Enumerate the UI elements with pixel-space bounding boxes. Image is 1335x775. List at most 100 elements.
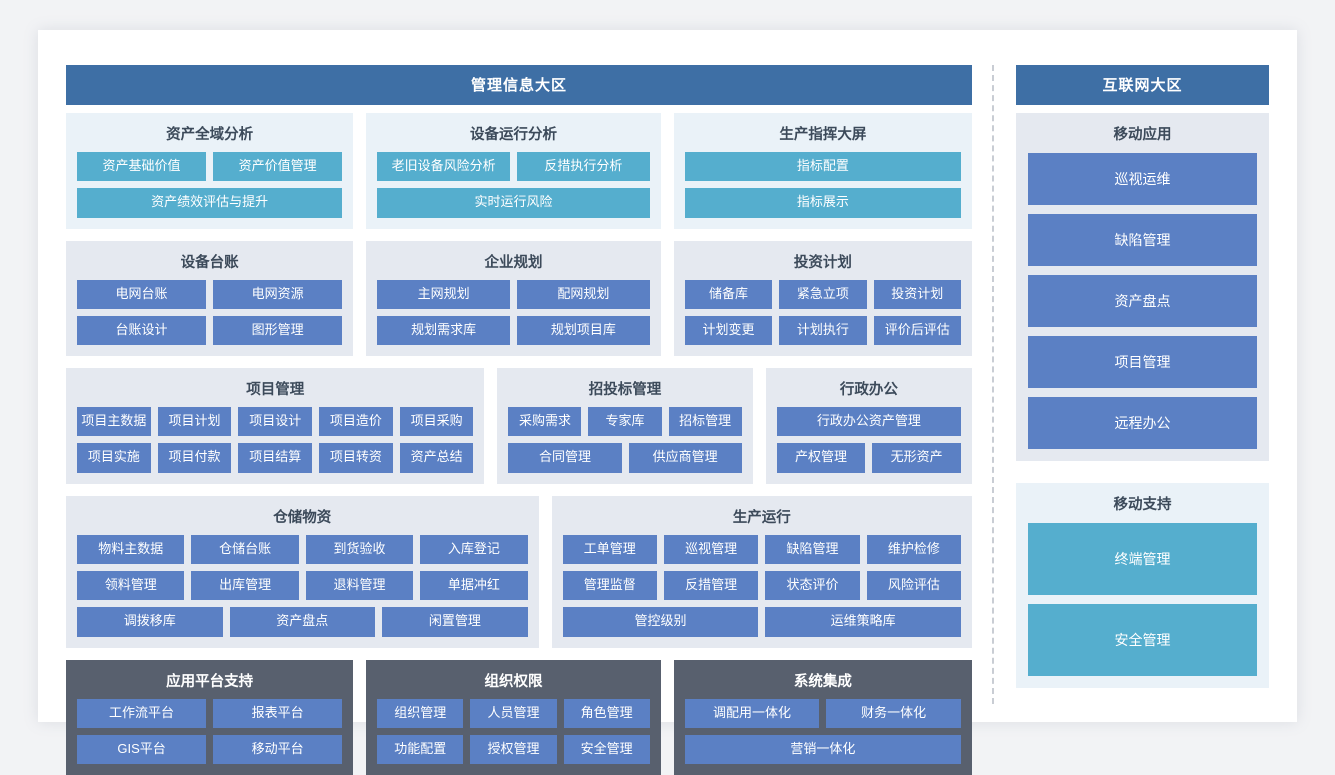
group-%E9%A1%B9%E7%9B%AE%E7%AE%A1%E7%90%86: 项目管理项目主数据项目计划项目设计项目造价项目采购项目实施项目付款项目结算项目转… xyxy=(66,368,485,484)
group-%E4%BB%93%E5%82%A8%E7%89%A9%E8%B5%84: 仓储物资物料主数据仓储台账到货验收入库登记领料管理出库管理退料管理单据冲红调拨移… xyxy=(66,495,539,648)
tile-%E6%8C%87%E6%A0%87%E5%B1%95%E7%A4%BA[interactable]: 指标展示 xyxy=(684,188,961,218)
management-bands: 资产全域分析资产基础价值资产价值管理资产绩效评估与提升设备运行分析老旧设备风险分… xyxy=(66,113,973,775)
tile-%E9%A1%B9%E7%9B%AE%E8%AE%BE%E8%AE%A1[interactable]: 项目设计 xyxy=(238,407,313,437)
tile-%E8%A7%92%E8%89%B2%E7%AE%A1%E7%90%86[interactable]: 角色管理 xyxy=(563,698,650,728)
zones-container: 管理信息大区 资产全域分析资产基础价值资产价值管理资产绩效评估与提升设备运行分析… xyxy=(66,65,1269,775)
tile-%E9%A1%B9%E7%9B%AE%E4%B8%BB%E6%95%B0%E6%8D%AE[interactable]: 项目主数据 xyxy=(77,407,151,437)
tile-%E5%90%88%E5%90%8C%E7%AE%A1%E7%90%86[interactable]: 合同管理 xyxy=(508,443,622,473)
tile-%E9%A1%B9%E7%9B%AE%E8%AE%A1%E5%88%92[interactable]: 项目计划 xyxy=(157,407,232,437)
tile-row: 组织管理人员管理角色管理 xyxy=(377,698,650,728)
tile-%E8%90%A5%E9%94%80%E4%B8%80%E4%BD%93%E5%8C%96[interactable]: 营销一体化 xyxy=(684,734,961,765)
tile-%E5%8F%8D%E6%8E%AA%E7%AE%A1%E7%90%86[interactable]: 反措管理 xyxy=(663,571,759,601)
tile-%E9%A2%86%E6%96%99%E7%AE%A1%E7%90%86[interactable]: 领料管理 xyxy=(77,571,185,601)
tile-%E7%BC%BA%E9%99%B7%E7%AE%A1%E7%90%86[interactable]: 缺陷管理 xyxy=(1028,214,1257,266)
tile-%E5%9B%BE%E5%BD%A2%E7%AE%A1%E7%90%86[interactable]: 图形管理 xyxy=(213,315,343,346)
tile-%E5%AE%9E%E6%97%B6%E8%BF%90%E8%A1%8C%E9%A3%8E%E9%99%A9[interactable]: 实时运行风险 xyxy=(377,188,650,218)
tile-%E9%97%B2%E7%BD%AE%E7%AE%A1%E7%90%86[interactable]: 闲置管理 xyxy=(382,607,528,637)
tile-%E4%BE%9B%E5%BA%94%E5%95%86%E7%AE%A1%E7%90%86[interactable]: 供应商管理 xyxy=(628,443,742,473)
tile-row: 采购需求专家库招标管理 xyxy=(508,407,742,437)
tile-%E9%A1%B9%E7%9B%AE%E8%BD%AC%E8%B5%84[interactable]: 项目转资 xyxy=(319,443,393,473)
tile-%E8%B5%84%E4%BA%A7%E6%80%BB%E7%BB%93[interactable]: 资产总结 xyxy=(399,443,474,473)
tile-%E8%AE%A1%E5%88%92%E6%89%A7%E8%A1%8C[interactable]: 计划执行 xyxy=(779,315,867,346)
tile-%E7%BB%B4%E6%8A%A4%E6%A3%80%E4%BF%AE[interactable]: 维护检修 xyxy=(866,534,962,565)
tile-GIS%E5%B9%B3%E5%8F%B0[interactable]: GIS平台 xyxy=(77,734,207,765)
tile-%E5%AE%89%E5%85%A8%E7%AE%A1%E7%90%86[interactable]: 安全管理 xyxy=(563,734,650,765)
tile-row: 调配用一体化财务一体化 xyxy=(684,698,961,728)
tile-%E8%A7%84%E5%88%92%E9%A1%B9%E7%9B%AE%E5%BA%93[interactable]: 规划项目库 xyxy=(516,315,650,346)
tile-%E8%AE%A1%E5%88%92%E5%8F%98%E6%9B%B4[interactable]: 计划变更 xyxy=(684,315,773,346)
tile-%E5%B7%A5%E4%BD%9C%E6%B5%81%E5%B9%B3%E5%8F%B0[interactable]: 工作流平台 xyxy=(77,698,207,728)
group-%E4%BC%81%E4%B8%9A%E8%A7%84%E5%88%92: 企业规划主网规划配网规划规划需求库规划项目库 xyxy=(366,240,661,357)
tile-%E7%94%B5%E7%BD%91%E5%8F%B0%E8%B4%A6[interactable]: 电网台账 xyxy=(77,279,207,309)
tile-%E4%BB%93%E5%82%A8%E5%8F%B0%E8%B4%A6[interactable]: 仓储台账 xyxy=(191,534,299,565)
tile-%E5%8A%9F%E8%83%BD%E9%85%8D%E7%BD%AE[interactable]: 功能配置 xyxy=(377,734,464,765)
tile-%E8%B4%A2%E5%8A%A1%E4%B8%80%E4%BD%93%E5%8C%96[interactable]: 财务一体化 xyxy=(826,698,961,728)
tile-%E8%A7%84%E5%88%92%E9%9C%80%E6%B1%82%E5%BA%93[interactable]: 规划需求库 xyxy=(377,315,510,346)
tile-%E9%A3%8E%E9%99%A9%E8%AF%84%E4%BC%B0[interactable]: 风险评估 xyxy=(866,571,962,601)
tile-%E5%8D%95%E6%8D%AE%E5%86%B2%E7%BA%A2[interactable]: 单据冲红 xyxy=(420,571,528,601)
tile-%E7%BB%84%E7%BB%87%E7%AE%A1%E7%90%86[interactable]: 组织管理 xyxy=(377,698,464,728)
tile-%E8%BF%9C%E7%A8%8B%E5%8A%9E%E5%85%AC[interactable]: 远程办公 xyxy=(1028,397,1257,449)
tile-%E4%BA%A7%E6%9D%83%E7%AE%A1%E7%90%86[interactable]: 产权管理 xyxy=(776,443,866,473)
tile-%E5%82%A8%E5%A4%87%E5%BA%93[interactable]: 储备库 xyxy=(684,279,773,309)
tile-%E6%8B%9B%E6%A0%87%E7%AE%A1%E7%90%86[interactable]: 招标管理 xyxy=(668,407,742,437)
tile-%E6%8A%95%E8%B5%84%E8%AE%A1%E5%88%92[interactable]: 投资计划 xyxy=(873,279,962,309)
tile-%E4%BA%BA%E5%91%98%E7%AE%A1%E7%90%86[interactable]: 人员管理 xyxy=(470,698,557,728)
tile-%E8%B0%83%E6%8B%A8%E7%A7%BB%E5%BA%93[interactable]: 调拨移库 xyxy=(77,607,223,637)
group-%E7%BB%84%E7%BB%87%E6%9D%83%E9%99%90: 组织权限组织管理人员管理角色管理功能配置授权管理安全管理 xyxy=(366,659,661,775)
tile-%E4%B8%BB%E7%BD%91%E8%A7%84%E5%88%92[interactable]: 主网规划 xyxy=(377,279,510,309)
tile-%E8%B5%84%E4%BA%A7%E4%BB%B7%E5%80%BC%E7%AE%A1%E7%90%86[interactable]: 资产价值管理 xyxy=(213,152,343,182)
tile-%E7%89%A9%E6%96%99%E4%B8%BB%E6%95%B0%E6%8D%AE[interactable]: 物料主数据 xyxy=(77,534,185,565)
tile-%E9%A1%B9%E7%9B%AE%E9%87%87%E8%B4%AD[interactable]: 项目采购 xyxy=(399,407,474,437)
group-title: 应用平台支持 xyxy=(166,673,254,690)
tile-%E5%87%BA%E5%BA%93%E7%AE%A1%E7%90%86[interactable]: 出库管理 xyxy=(191,571,299,601)
tile-%E8%B5%84%E4%BA%A7%E7%BB%A9%E6%95%88%E8%AF%84%E4%BC%B0%E4%B8%8E%E6%8F%90%E5%8D%87[interactable]: 资产绩效评估与提升 xyxy=(77,188,343,218)
tile-%E4%B8%93%E5%AE%B6%E5%BA%93[interactable]: 专家库 xyxy=(588,407,662,437)
tile-row: 老旧设备风险分析反措执行分析 xyxy=(377,152,650,182)
tile-%E8%B0%83%E9%85%8D%E7%94%A8%E4%B8%80%E4%BD%93%E5%8C%96[interactable]: 调配用一体化 xyxy=(684,698,820,728)
tile-%E6%8A%A5%E8%A1%A8%E5%B9%B3%E5%8F%B0[interactable]: 报表平台 xyxy=(213,698,343,728)
tile-%E6%8E%88%E6%9D%83%E7%AE%A1%E7%90%86[interactable]: 授权管理 xyxy=(470,734,557,765)
tile-%E8%A1%8C%E6%94%BF%E5%8A%9E%E5%85%AC%E8%B5%84%E4%BA%A7%E7%AE%A1%E7%90%86[interactable]: 行政办公资产管理 xyxy=(776,407,962,437)
tile-%E8%B5%84%E4%BA%A7%E7%9B%98%E7%82%B9[interactable]: 资产盘点 xyxy=(1028,275,1257,327)
group-%E6%8A%95%E8%B5%84%E8%AE%A1%E5%88%92: 投资计划储备库紧急立项投资计划计划变更计划执行评价后评估 xyxy=(673,240,972,357)
tile-%E5%B7%A1%E8%A7%86%E7%AE%A1%E7%90%86[interactable]: 巡视管理 xyxy=(663,534,759,565)
tile-row: 项目主数据项目计划项目设计项目造价项目采购 xyxy=(77,407,474,437)
tile-%E6%97%A0%E5%BD%A2%E8%B5%84%E4%BA%A7[interactable]: 无形资产 xyxy=(872,443,962,473)
tile-%E5%B7%A1%E8%A7%86%E8%BF%90%E7%BB%B4[interactable]: 巡视运维 xyxy=(1028,153,1257,205)
tile-%E7%94%B5%E7%BD%91%E8%B5%84%E6%BA%90[interactable]: 电网资源 xyxy=(213,279,343,309)
tile-%E9%80%80%E6%96%99%E7%AE%A1%E7%90%86[interactable]: 退料管理 xyxy=(305,571,414,601)
tile-%E9%A1%B9%E7%9B%AE%E4%BB%98%E6%AC%BE[interactable]: 项目付款 xyxy=(157,443,232,473)
tile-%E9%A1%B9%E7%9B%AE%E7%AE%A1%E7%90%86[interactable]: 项目管理 xyxy=(1028,336,1257,388)
tile-%E7%AE%A1%E6%8E%A7%E7%BA%A7%E5%88%AB[interactable]: 管控级别 xyxy=(562,607,759,637)
tile-row: 领料管理出库管理退料管理单据冲红 xyxy=(77,571,528,601)
group-%E8%AE%BE%E5%A4%87%E8%BF%90%E8%A1%8C%E5%88%86%E6%9E%90: 设备运行分析老旧设备风险分析反措执行分析实时运行风险 xyxy=(366,113,661,229)
tile-%E8%B5%84%E4%BA%A7%E5%9F%BA%E7%A1%80%E4%BB%B7%E5%80%BC[interactable]: 资产基础价值 xyxy=(77,152,207,182)
tile-%E5%AE%89%E5%85%A8%E7%AE%A1%E7%90%86[interactable]: 安全管理 xyxy=(1028,604,1257,676)
tile-%E5%8F%B0%E8%B4%A6%E8%AE%BE%E8%AE%A1[interactable]: 台账设计 xyxy=(77,315,207,346)
tile-%E6%8C%87%E6%A0%87%E9%85%8D%E7%BD%AE[interactable]: 指标配置 xyxy=(684,152,961,182)
tile-%E7%8A%B6%E6%80%81%E8%AF%84%E4%BB%B7[interactable]: 状态评价 xyxy=(765,571,860,601)
tile-%E5%8F%8D%E6%8E%AA%E6%89%A7%E8%A1%8C%E5%88%86%E6%9E%90[interactable]: 反措执行分析 xyxy=(516,152,650,182)
tile-%E7%AE%A1%E7%90%86%E7%9B%91%E7%9D%A3[interactable]: 管理监督 xyxy=(562,571,657,601)
tile-%E8%80%81%E6%97%A7%E8%AE%BE%E5%A4%87%E9%A3%8E%E9%99%A9%E5%88%86%E6%9E%90[interactable]: 老旧设备风险分析 xyxy=(377,152,510,182)
tile-%E5%B7%A5%E5%8D%95%E7%AE%A1%E7%90%86[interactable]: 工单管理 xyxy=(562,534,657,565)
tile-%E5%88%B0%E8%B4%A7%E9%AA%8C%E6%94%B6[interactable]: 到货验收 xyxy=(305,534,414,565)
tile-row: 台账设计图形管理 xyxy=(77,315,343,346)
tile-%E9%87%87%E8%B4%AD%E9%9C%80%E6%B1%82[interactable]: 采购需求 xyxy=(508,407,582,437)
tile-%E9%A1%B9%E7%9B%AE%E9%80%A0%E4%BB%B7[interactable]: 项目造价 xyxy=(319,407,393,437)
tile-%E8%AF%84%E4%BB%B7%E5%90%8E%E8%AF%84%E4%BC%B0[interactable]: 评价后评估 xyxy=(873,315,962,346)
tile-%E9%A1%B9%E7%9B%AE%E7%BB%93%E7%AE%97[interactable]: 项目结算 xyxy=(238,443,313,473)
tile-%E7%BB%88%E7%AB%AF%E7%AE%A1%E7%90%86[interactable]: 终端管理 xyxy=(1028,523,1257,595)
tile-%E7%BC%BA%E9%99%B7%E7%AE%A1%E7%90%86[interactable]: 缺陷管理 xyxy=(765,534,860,565)
tile-%E8%BF%90%E7%BB%B4%E7%AD%96%E7%95%A5%E5%BA%93[interactable]: 运维策略库 xyxy=(765,607,961,637)
tile-row: GIS平台移动平台 xyxy=(77,734,343,765)
tile-%E9%85%8D%E7%BD%91%E8%A7%84%E5%88%92[interactable]: 配网规划 xyxy=(516,279,650,309)
tile-%E8%B5%84%E4%BA%A7%E7%9B%98%E7%82%B9[interactable]: 资产盘点 xyxy=(229,607,376,637)
tile-%E5%85%A5%E5%BA%93%E7%99%BB%E8%AE%B0[interactable]: 入库登记 xyxy=(420,534,528,565)
tile-%E9%A1%B9%E7%9B%AE%E5%AE%9E%E6%96%BD[interactable]: 项目实施 xyxy=(77,443,151,473)
tile-%E7%A7%BB%E5%8A%A8%E5%B9%B3%E5%8F%B0[interactable]: 移动平台 xyxy=(213,734,343,765)
tile-%E7%B4%A7%E6%80%A5%E7%AB%8B%E9%A1%B9[interactable]: 紧急立项 xyxy=(779,279,867,309)
group-title: 投资计划 xyxy=(793,254,852,271)
